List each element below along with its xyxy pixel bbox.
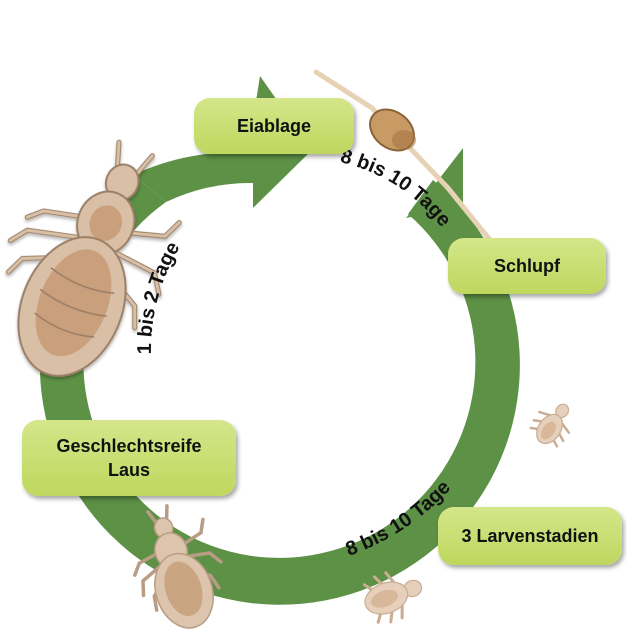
stage-label-larvenstadien: 3 Larvenstadien bbox=[461, 524, 598, 548]
duration-label-maturity-to-laying: 1 bis 2 Tage bbox=[134, 238, 185, 354]
stage-pill-larvenstadien: 3 Larvenstadien bbox=[438, 507, 622, 565]
stage-pill-geschlechtsreife: Geschlechtsreife Laus bbox=[22, 420, 236, 496]
stage-label-schlupf: Schlupf bbox=[494, 254, 560, 278]
larva-illustration-right bbox=[526, 395, 581, 453]
stage-pill-eiablage: Eiablage bbox=[194, 98, 354, 154]
stage-label-geschlechtsreife: Geschlechtsreife Laus bbox=[56, 434, 201, 483]
stage-pill-schlupf: Schlupf bbox=[448, 238, 606, 294]
stage-label-eiablage: Eiablage bbox=[237, 114, 311, 138]
